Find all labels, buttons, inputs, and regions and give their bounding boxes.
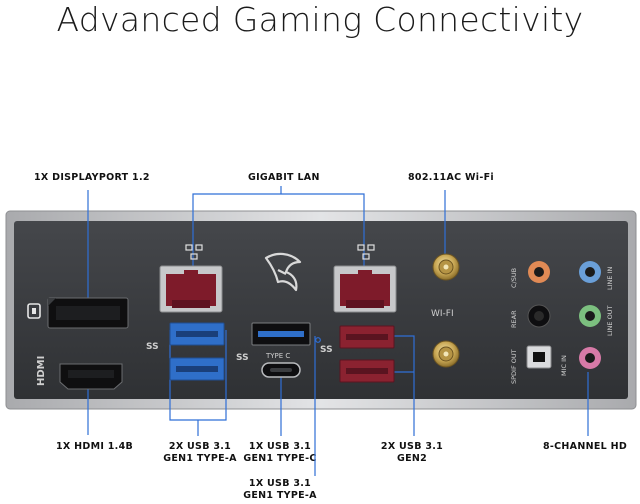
mic-in-plate-label: MIC IN <box>560 355 568 376</box>
displayport-callout: 1X DISPLAYPORT 1.2 <box>34 172 150 183</box>
wifi-callout: 802.11AC Wi-Fi <box>408 172 494 183</box>
ss-icon-right: SS <box>320 345 333 355</box>
usb-type-c-callout-line2: GEN1 TYPE-C <box>243 453 317 464</box>
lan-callout: GIGABIT LAN <box>248 172 320 183</box>
wifi-antenna-top <box>432 253 460 281</box>
wifi-antenna-bottom <box>432 340 460 368</box>
leader-lan <box>192 193 365 270</box>
usb-type-c-callout: 1X USB 3.1 GEN1 TYPE-C <box>240 441 320 465</box>
line-out-plate-label: LINE OUT <box>606 306 614 336</box>
audio-jack-line-out <box>579 305 601 327</box>
wifi-plate-label: WI-FI <box>431 309 454 319</box>
network-icon-right <box>357 244 375 260</box>
audio-jack-line-in <box>579 261 601 283</box>
rog-logo-icon <box>264 252 302 292</box>
leader-usb-single-a-dot <box>315 337 321 343</box>
usb-gen2-callout-line1: 2X USB 3.1 <box>380 441 444 452</box>
usb-single-type-a-callout-line1: 1X USB 3.1 <box>248 478 312 489</box>
hdmi-plate-label: HDMI <box>36 356 47 386</box>
usb-single-type-a-callout: 1X USB 3.1 GEN1 TYPE-A <box>240 478 320 502</box>
usb-single-type-a-port <box>251 322 311 346</box>
page-title: Advanced Gaming Connectivity <box>56 0 584 39</box>
ss-icon-middle: SS <box>236 353 249 363</box>
hdmi-port <box>59 363 123 390</box>
ss-icon-left: SS <box>146 342 159 352</box>
usb-gen2-bottom <box>339 359 395 383</box>
displayport-icon <box>27 303 41 319</box>
usb-gen1-type-a-callout-line1: 2X USB 3.1 <box>168 441 232 452</box>
type-c-plate-label: TYPE C <box>265 352 290 360</box>
usb-single-type-a-callout-line2: GEN1 TYPE-A <box>243 490 317 501</box>
csub-plate-label: C/SUB <box>510 268 518 288</box>
leader-usb-gen2 <box>392 335 415 436</box>
usb-gen2-callout-line2: GEN2 <box>396 453 428 464</box>
network-icon-left <box>185 244 203 260</box>
audio-jack-mic-in <box>579 347 601 369</box>
line-in-plate-label: LINE IN <box>606 267 614 290</box>
lan-port-left <box>159 265 223 313</box>
audio-jack-csub <box>528 261 550 283</box>
hdmi-callout: 1X HDMI 1.4B <box>56 441 134 452</box>
displayport-port <box>47 297 129 329</box>
usb-gen1-type-a-callout-line2: GEN1 TYPE-A <box>163 453 237 464</box>
usb-gen1-type-a-bottom <box>169 357 225 381</box>
spdif-plate-label: SPDIF OUT <box>510 349 518 384</box>
usb-type-c-port <box>261 362 301 378</box>
audio-jack-rear <box>527 304 551 328</box>
usb-gen1-type-a-top <box>169 322 225 346</box>
usb-gen2-callout: 2X USB 3.1 GEN2 <box>372 441 452 465</box>
audio-callout: 8-CHANNEL HD <box>543 441 628 452</box>
leader-lines <box>87 186 589 476</box>
spdif-out-port <box>526 345 552 369</box>
rear-plate-label: REAR <box>510 310 518 328</box>
lan-port-right <box>333 265 397 313</box>
usb-gen2-top <box>339 325 395 349</box>
usb-gen1-type-a-callout: 2X USB 3.1 GEN1 TYPE-A <box>160 441 240 465</box>
usb-type-c-callout-line1: 1X USB 3.1 <box>248 441 312 452</box>
